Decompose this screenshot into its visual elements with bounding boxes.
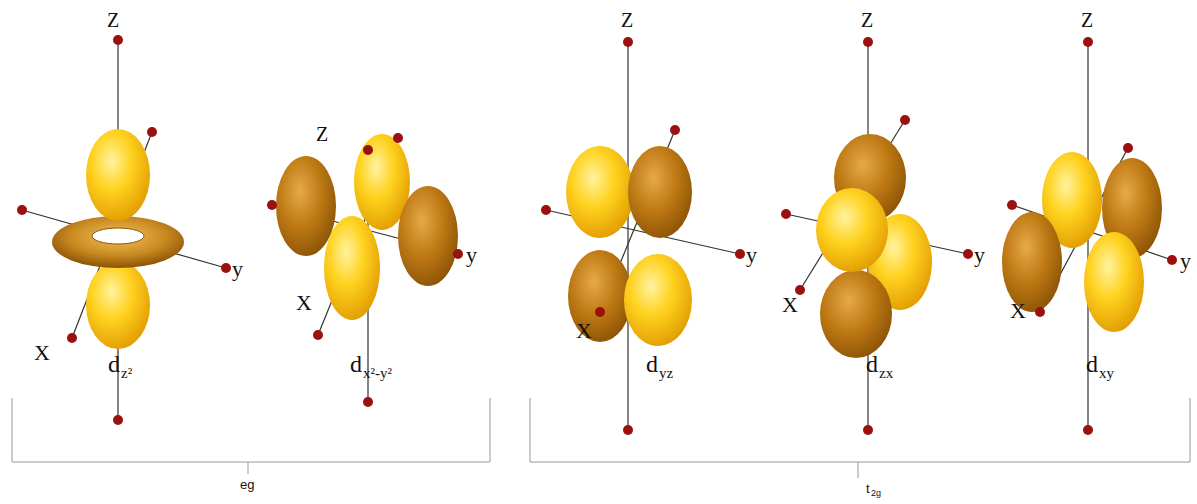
axis-label: y <box>466 244 477 266</box>
group-subscript: 2g <box>871 489 881 498</box>
axis-label: Z <box>316 124 328 144</box>
axis-label: Z <box>107 10 119 30</box>
axis-label: X <box>34 342 50 364</box>
orbital-name: d <box>108 352 120 376</box>
axis-label: Z <box>1081 10 1093 30</box>
axes <box>22 40 1172 430</box>
axis-label: X <box>782 294 798 316</box>
axis-label: y <box>1180 250 1191 272</box>
axis-label: y <box>232 258 243 280</box>
axis-label: Z <box>861 10 873 30</box>
axis-label: y <box>974 244 985 266</box>
axis-label: X <box>296 292 312 314</box>
axis-label: Z <box>621 10 633 30</box>
orbital-name: d <box>866 352 878 376</box>
orbital-name: d <box>1086 352 1098 376</box>
orbital-subscript: xy <box>1099 366 1114 381</box>
orbital-subscript: x²-y² <box>363 366 392 381</box>
group-brackets <box>12 398 1190 478</box>
orbital-lobes <box>52 129 1162 358</box>
group-label: t <box>866 482 870 495</box>
axis-label: X <box>576 320 592 342</box>
axis-dots <box>17 35 1177 435</box>
orbital-subscript: z² <box>121 366 132 381</box>
group-label: eg <box>240 478 254 491</box>
axis-label: X <box>1010 300 1026 322</box>
orbital-subscript: zx <box>879 366 893 381</box>
orbital-subscript: yz <box>659 366 673 381</box>
orbital-name: d <box>646 352 658 376</box>
orbital-name: d <box>350 352 362 376</box>
axis-label: y <box>746 244 757 266</box>
